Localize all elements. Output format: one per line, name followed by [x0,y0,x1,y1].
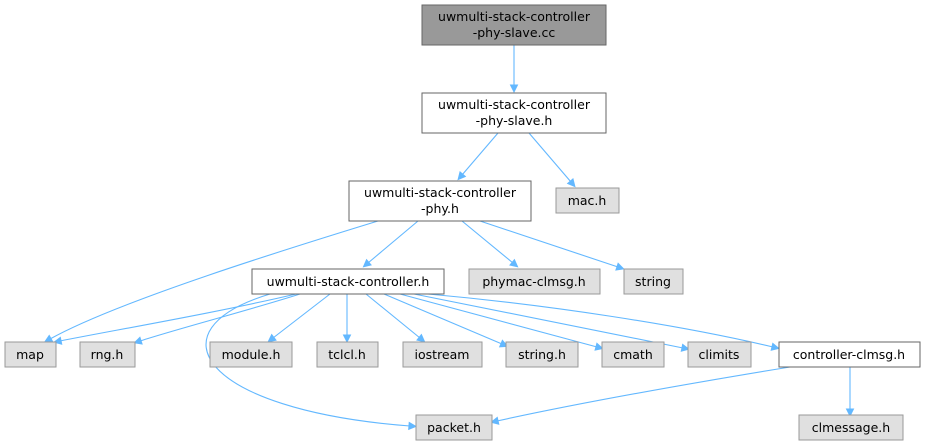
edge-controller-h-to-module-h [267,293,331,343]
node-cmath[interactable]: cmath [601,341,665,368]
node-map-label: map [16,347,44,362]
edge-arrowhead [770,342,780,351]
node-slave-h[interactable]: uwmulti-stack-controller -phy-slave.h [421,92,607,134]
node-root-cc-line-2: -phy-slave.cc [473,25,556,40]
edge-line [383,293,503,345]
node-climits-label: climits [699,347,740,362]
edge-line [49,220,379,340]
node-iostream-label: iostream [415,347,470,362]
node-slave-h-line-2: -phy-slave.h [476,113,553,128]
edge-controller-h-to-string-h [383,293,509,348]
edge-controller-h-to-rng-h [133,293,301,345]
edge-line [479,220,619,268]
edge-line [461,220,514,264]
node-tclcl-h-label: tclcl.h [328,347,366,362]
edge-controller-h-to-ctrl-clmsg [427,293,780,351]
edge-slave-h-to-phy-h [457,132,499,181]
node-iostream[interactable]: iostream [402,341,483,368]
node-root-cc-line-1: uwmulti-stack-controller [438,9,591,24]
edge-arrowhead [509,258,519,268]
edge-line [427,293,774,348]
node-string-h-label: string.h [518,347,566,362]
node-tclcl-h[interactable]: tclcl.h [316,341,379,368]
edge-arrowhead [267,333,277,343]
edge-line [399,293,598,348]
edge-line [413,293,684,349]
edge-line [528,132,572,183]
node-phy-h[interactable]: uwmulti-stack-controller -phy.h [348,180,532,222]
edge-arrowhead [408,421,418,431]
edge-arrowhead [133,336,143,345]
node-controller-h[interactable]: uwmulti-stack-controller.h [251,268,445,295]
node-slave-h-line-1: uwmulti-stack-controller [438,97,591,112]
edge-line [461,132,499,176]
edge-line [367,220,419,264]
edge-ctrl-clmsg-to-packet-h [490,366,791,425]
edge-arrowhead [457,171,467,181]
node-module-h[interactable]: module.h [209,341,293,368]
node-phy-h-line-1: uwmulti-stack-controller [364,185,517,200]
edge-line [496,366,791,422]
node-mac-h-label: mac.h [568,193,607,208]
node-controller-h-label: uwmulti-stack-controller.h [267,274,430,289]
node-cmath-label: cmath [613,347,653,362]
edge-line [139,293,301,342]
node-mac-h[interactable]: mac.h [555,187,620,214]
edge-arrowhead [490,416,500,425]
node-climits[interactable]: climits [687,341,752,368]
node-packet-h-label: packet.h [427,420,481,435]
edge-ctrl-clmsg-to-clmessage-h [845,367,855,418]
node-clmessage-h-label: clmessage.h [812,420,890,435]
edge-line [272,293,331,339]
node-string-label: string [635,274,671,289]
node-phy-h-line-2: -phy.h [421,201,459,216]
node-phymac-clmsg-h-label: phymac-clmsg.h [482,274,585,289]
edge-arrowhead [342,334,352,344]
edge-controller-h-to-tclcl-h [342,294,352,344]
edge-slave-h-to-mac-h [528,132,576,188]
edge-phy-h-to-controller-h [362,220,419,268]
edge-phy-h-to-phymac-h [461,220,519,268]
edge-arrowhead [566,178,576,188]
edge-arrowhead [615,262,625,271]
node-root-cc[interactable]: uwmulti-stack-controller -phy-slave.cc [421,4,607,46]
edge-arrowhead [845,408,855,418]
node-rng-h-label: rng.h [91,347,124,362]
edge-line [365,293,421,339]
edge-arrowhead [594,342,604,351]
edge-arrowhead [416,333,426,343]
node-packet-h[interactable]: packet.h [415,414,493,441]
edge-arrowhead [680,343,690,352]
edge-line [59,293,297,342]
node-phymac-clmsg-h[interactable]: phymac-clmsg.h [468,268,601,295]
node-clmessage-h[interactable]: clmessage.h [798,414,904,441]
node-controller-clmsg-h[interactable]: controller-clmsg.h [778,341,921,368]
edge-phy-h-to-string [479,220,625,271]
edge-arrowhead [43,334,54,343]
node-rng-h[interactable]: rng.h [79,341,136,368]
edge-root-cc-to-slave-h [509,45,519,94]
edge-controller-h-to-cmath [399,293,604,351]
edge-controller-h-to-iostream [365,293,426,343]
node-string[interactable]: string [623,268,684,295]
edge-arrowhead [362,258,372,268]
edge-arrowhead [509,84,519,94]
node-module-h-label: module.h [222,347,281,362]
node-map[interactable]: map [4,341,57,368]
edge-controller-h-to-climits [413,293,690,352]
node-string-h[interactable]: string.h [505,341,579,368]
node-controller-clmsg-h-label: controller-clmsg.h [793,347,905,362]
